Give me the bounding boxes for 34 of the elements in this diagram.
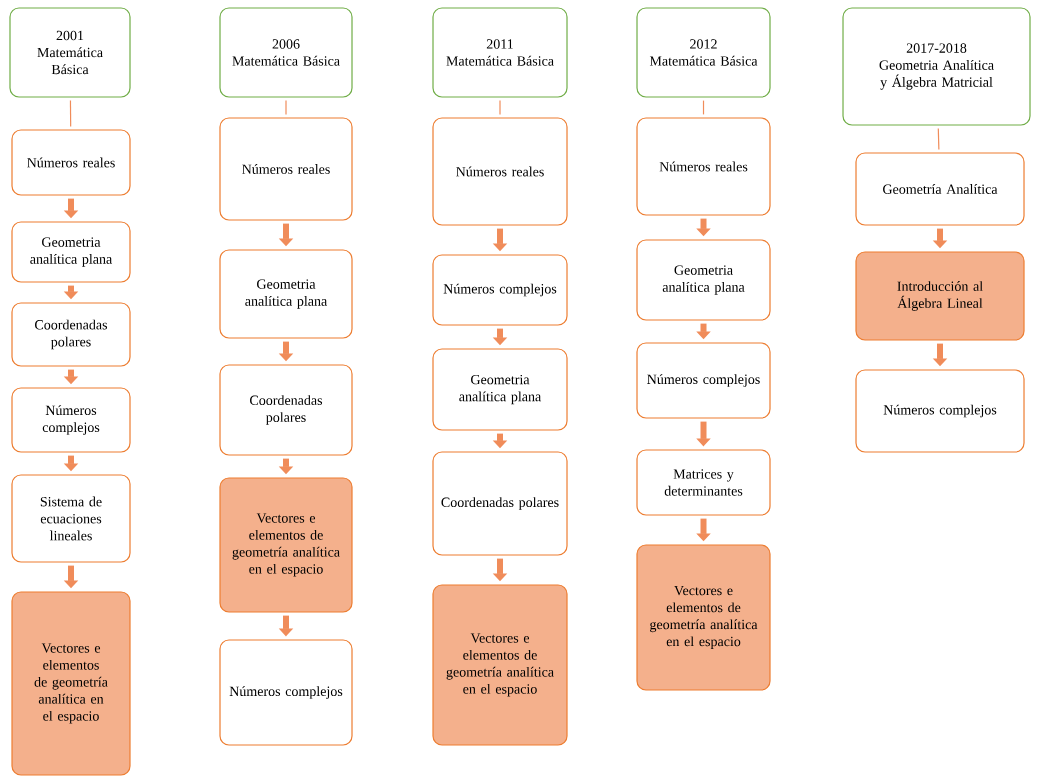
- connector-line: [285, 100, 287, 115]
- highlighted-topic-box: Vectores e elementos de geometría analítica en el espacio: [636, 544, 771, 691]
- highlighted-topic-box: Vectores e elementos de geometría analítica en el espacio: [11, 591, 131, 776]
- topic-box: Coordenadas polares: [219, 364, 353, 456]
- topic-box: Geometria analítica plana: [219, 249, 353, 339]
- topic-box: Geometria analítica plana: [11, 221, 131, 283]
- topic-box: Números reales: [219, 117, 353, 221]
- year-header-box: 2006 Matemática Básica: [219, 7, 353, 98]
- year-header-box: 2017-2018 Geometria Analítica y Álgebra Matricial: [842, 7, 1031, 126]
- year-header-box: 2001 Matemática Básica: [9, 7, 131, 98]
- connector-line: [69, 100, 72, 127]
- topic-box: Números complejos: [219, 639, 353, 746]
- connector-line: [702, 100, 705, 115]
- topic-box: Números reales: [636, 117, 771, 216]
- highlighted-topic-box: Vectores e elementos de geometría analítica en el espacio: [219, 477, 353, 613]
- topic-box: Números reales: [11, 129, 131, 196]
- topic-box: Sistema de ecuaciones lineales: [11, 474, 131, 563]
- connector-line: [937, 128, 940, 150]
- connector-line: [499, 100, 501, 115]
- year-header-box: 2011 Matemática Básica: [432, 7, 568, 98]
- topic-box: Coordenadas polares: [432, 451, 568, 556]
- topic-box: Coordenadas polares: [11, 302, 131, 367]
- highlighted-topic-box: Vectores e elementos de geometría analítica en el espacio: [432, 584, 568, 746]
- year-header-box: 2012 Matemática Básica: [636, 7, 771, 98]
- topic-box: Números complejos: [855, 369, 1025, 453]
- topic-box: Matrices y determinantes: [636, 449, 771, 516]
- highlighted-topic-box: Introducción al Álgebra Lineal: [855, 251, 1025, 341]
- topic-box: Números reales: [432, 117, 568, 226]
- topic-box: Números complejos: [11, 387, 131, 453]
- topic-box: Geometría Analítica: [855, 152, 1025, 226]
- topic-box: Geometria analítica plana: [432, 348, 568, 431]
- topic-box: Números complejos: [432, 254, 568, 326]
- topic-box: Números complejos: [636, 342, 771, 419]
- topic-box: Geometria analítica plana: [636, 239, 771, 321]
